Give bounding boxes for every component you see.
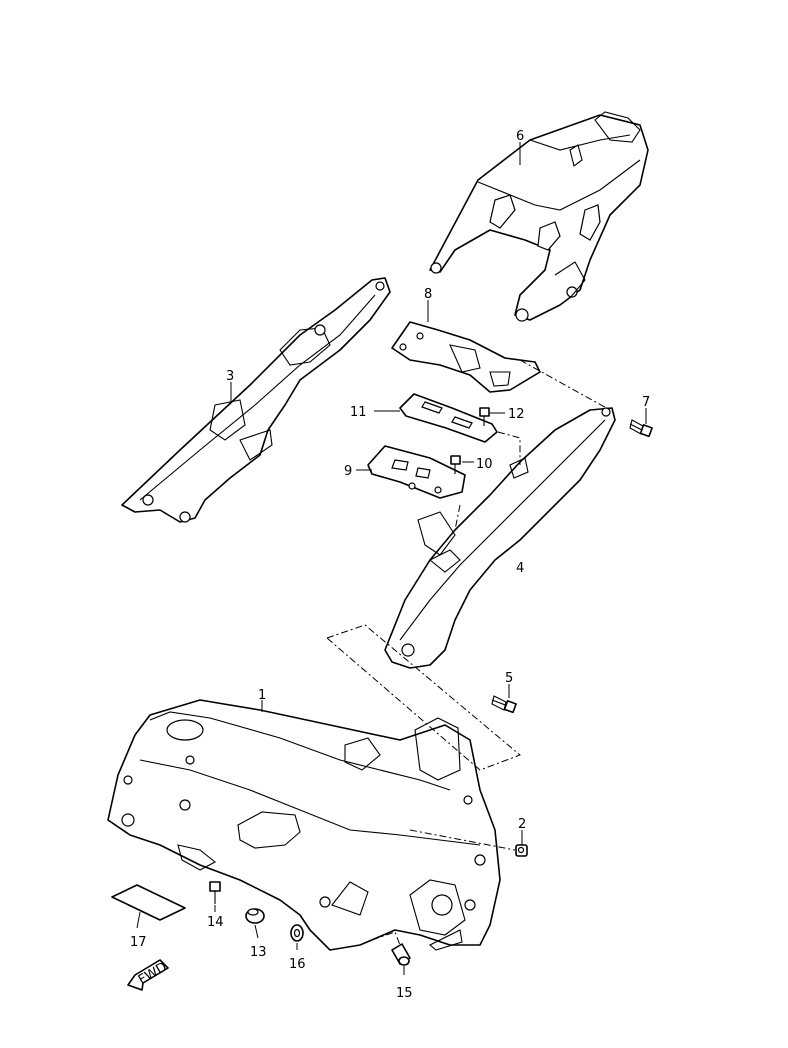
part-3-subframe-rail [121,277,391,523]
part-17-label-sheet [111,884,186,921]
callout-10: 10 [476,457,493,472]
part-16-washer [290,924,304,942]
part-7-bolt [629,419,653,438]
callout-12: 12 [508,407,525,422]
callout-11: 11 [350,405,367,420]
callout-3: 3 [226,369,234,384]
callout-17: 17 [130,935,147,950]
callout-16: 16 [289,957,306,972]
fwd-arrow-icon: FWD [127,959,170,991]
part-15-bushing [391,943,411,966]
part-8-bracket [391,321,541,393]
callout-6: 6 [516,129,524,144]
callout-7: 7 [642,395,650,410]
callout-13: 13 [250,945,267,960]
leader-lines [136,142,647,975]
part-13-collar [245,908,265,924]
callout-4: 4 [516,561,524,576]
part-1-main-frame [107,699,501,951]
callout-8: 8 [424,287,432,302]
part-12-bolt [479,407,490,426]
callout-5: 5 [505,671,513,686]
part-6-seat-rail [429,111,649,322]
relation-lines [326,359,611,946]
part-2-nut [515,844,528,857]
callout-14: 14 [207,915,224,930]
part-9-plate [367,445,466,499]
part-10-bolt [450,455,461,474]
callout-9: 9 [344,464,352,479]
part-5-bolt [491,695,517,714]
callouts: 1 2 3 4 5 6 7 8 9 10 11 12 13 14 15 16 1… [130,129,650,1001]
part-14-bolt [209,881,221,904]
part-11-plate [399,393,498,443]
callout-1: 1 [258,688,266,703]
callout-15: 15 [396,986,413,1001]
callout-2: 2 [518,817,526,832]
part-4-rear-rail [384,407,616,669]
